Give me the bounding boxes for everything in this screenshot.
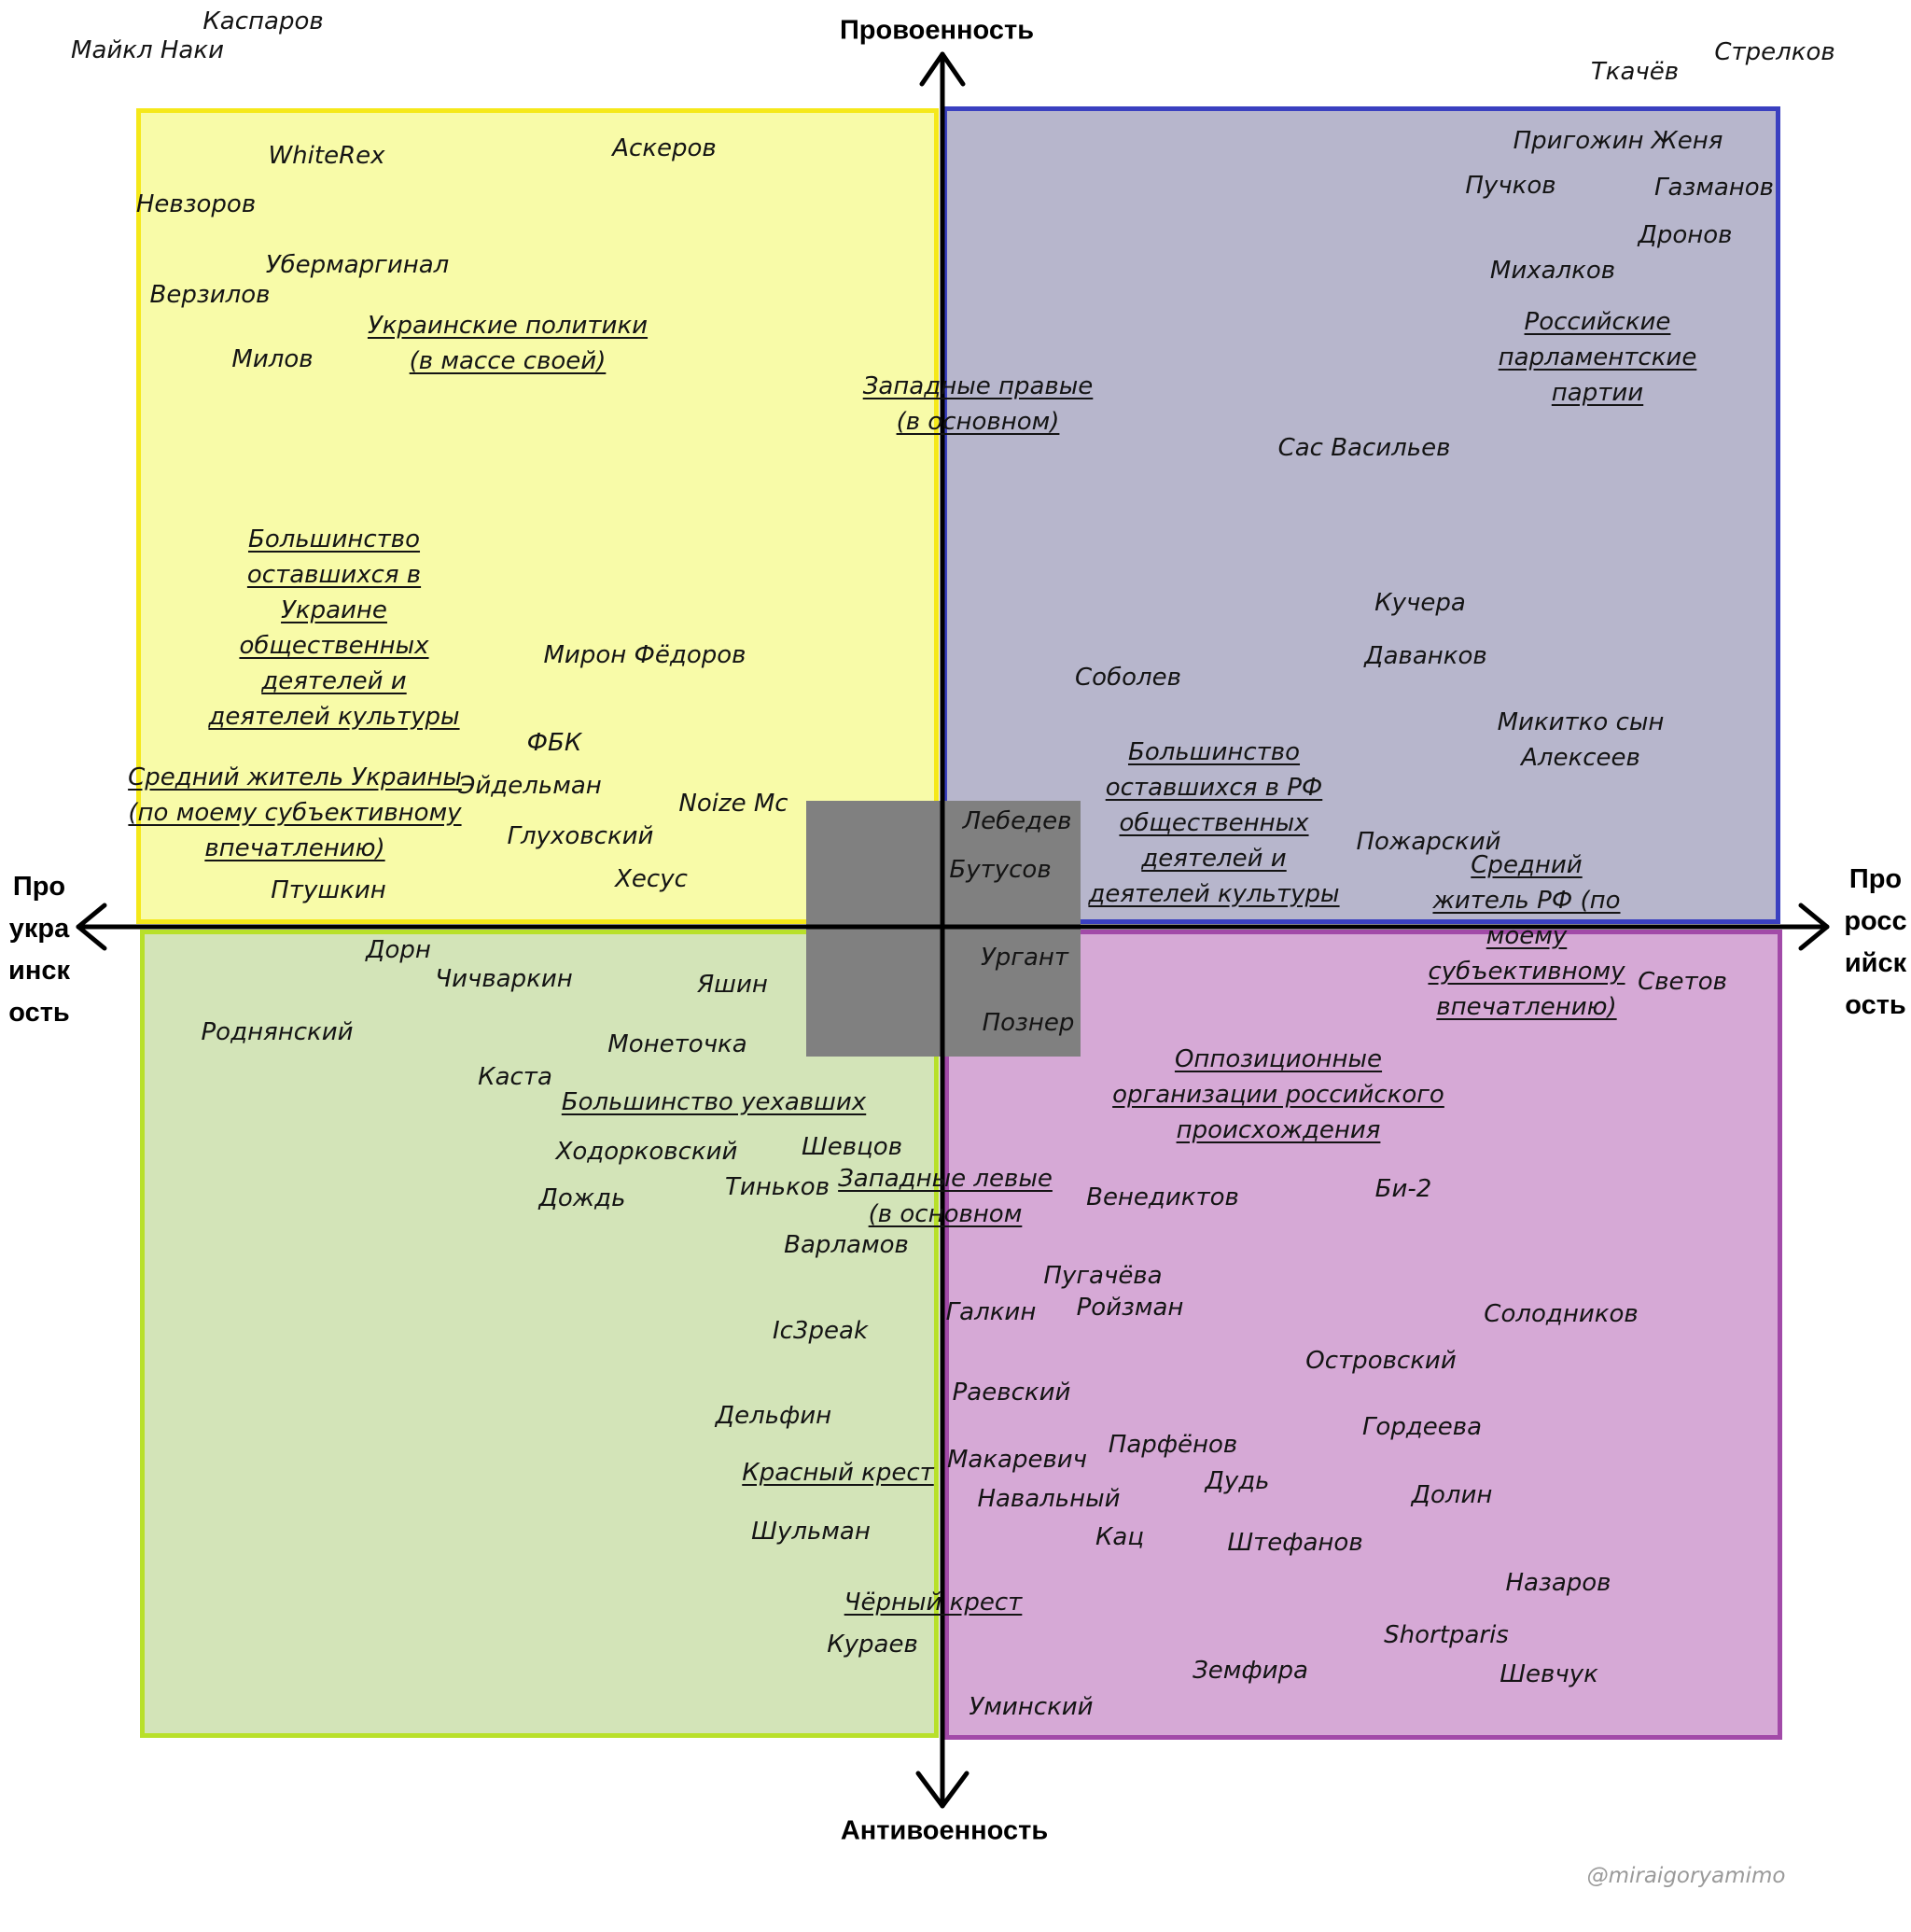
label-item: Раевский: [952, 1379, 1071, 1407]
label-item: Ургант: [980, 944, 1069, 972]
label-item: Дронов: [1638, 221, 1733, 249]
axis-title-left: Про укра инск ость: [8, 872, 70, 1028]
label-item: Эйдельман: [458, 772, 602, 800]
label-item: ФБК: [526, 729, 582, 757]
label-item: Пригожин Женя: [1513, 127, 1723, 155]
label-item: Российские парламентские партии: [1498, 308, 1697, 407]
label-item: Оппозиционные организации российского пр…: [1112, 1045, 1444, 1144]
label-item: Большинство оставшихся в РФ общественных…: [1088, 738, 1340, 908]
label-item: Средний житель Украины (по моему субъект…: [128, 763, 462, 862]
label-item: Даванков: [1364, 642, 1487, 670]
label-item: Дождь: [538, 1184, 626, 1212]
quadrant-top-left: [136, 108, 939, 924]
label-item: Аскеров: [612, 134, 717, 162]
label-item: Невзоров: [135, 190, 257, 218]
label-item: Майкл Наки: [71, 36, 224, 64]
arrow-up-icon: [919, 51, 966, 87]
arrow-left-icon: [76, 903, 107, 951]
label-item: Земфира: [1193, 1657, 1308, 1685]
label-item: Каста: [478, 1063, 552, 1091]
label-item: Пожарский: [1356, 828, 1501, 856]
label-item: Мирон Фёдоров: [543, 641, 746, 669]
axis-title-bottom: Антивоенность: [840, 1815, 1049, 1846]
label-item: Назаров: [1505, 1569, 1611, 1597]
label-item: Птушкин: [271, 876, 386, 904]
label-item: Макаревич: [946, 1446, 1088, 1474]
label-item: Гордеева: [1361, 1413, 1483, 1441]
label-item: Парфёнов: [1108, 1431, 1238, 1459]
label-item: Галкин: [945, 1298, 1037, 1326]
label-item: Долин: [1411, 1481, 1493, 1509]
label-item: Михалков: [1489, 257, 1616, 285]
label-item: Венедиктов: [1086, 1183, 1239, 1211]
label-item: Западные правые (в основном): [862, 372, 1094, 436]
label-item: Чёрный крест: [844, 1589, 1023, 1617]
label-item: Тиньков: [724, 1173, 830, 1201]
label-item: Каспаров: [202, 7, 324, 35]
label-item: Кац: [1095, 1523, 1145, 1551]
arrow-right-icon: [1798, 903, 1830, 951]
label-item: Убермаргинал: [265, 251, 450, 279]
label-item: WhiteRex: [268, 142, 385, 170]
label-item: Стрелков: [1714, 38, 1835, 66]
label-item: Пучков: [1465, 172, 1556, 200]
label-item: Микитко сын Алексеев: [1497, 708, 1665, 772]
label-item: Островский: [1305, 1347, 1457, 1375]
label-item: Навальный: [977, 1485, 1121, 1513]
label-item: Чичваркин: [435, 965, 573, 993]
label-item: Красный крест: [742, 1459, 934, 1487]
label-item: Сас Васильев: [1277, 434, 1451, 462]
label-item: Западные левые (в основном: [838, 1165, 1053, 1228]
label-item: Верзилов: [149, 281, 271, 309]
label-item: Ройзман: [1076, 1294, 1184, 1322]
label-item: Дудь: [1205, 1467, 1270, 1495]
label-item: Бутусов: [949, 856, 1052, 884]
label-item: Большинство уехавших: [561, 1088, 867, 1116]
label-item: Милов: [231, 345, 314, 373]
label-item: Познер: [982, 1009, 1075, 1037]
label-item: Ходорковский: [555, 1138, 738, 1166]
label-item: Роднянский: [201, 1018, 354, 1046]
label-item: Украинские политики (в массе своей): [367, 312, 649, 375]
label-item: Средний житель РФ (по моему субъективном…: [1428, 851, 1625, 1021]
arrow-down-icon: [915, 1771, 969, 1809]
label-item: Варламов: [784, 1231, 909, 1259]
label-item: Дельфин: [715, 1402, 832, 1430]
label-item: Шевцов: [801, 1133, 903, 1161]
watermark: @miraigoryamimo: [1586, 1864, 1786, 1888]
quadrant-bottom-left: [140, 930, 939, 1738]
label-item: Пугачёва: [1043, 1262, 1163, 1290]
label-item: Noize Mc: [678, 790, 788, 818]
label-item: Шульман: [751, 1518, 871, 1546]
label-item: Ic3peak: [773, 1317, 868, 1345]
label-item: Светов: [1638, 968, 1727, 996]
label-item: Би-2: [1374, 1175, 1432, 1203]
label-item: Большинство оставшихся в Украине обществ…: [208, 525, 460, 731]
label-item: Штефанов: [1227, 1529, 1363, 1557]
label-item: Кучера: [1374, 589, 1466, 617]
label-item: Кураев: [827, 1631, 918, 1659]
label-item: Газманов: [1653, 174, 1775, 202]
axis-title-right: Про росс ийск ость: [1844, 864, 1907, 1020]
label-item: Дорн: [366, 936, 431, 964]
label-item: Шевчук: [1500, 1660, 1598, 1688]
axis-title-top: Провоенность: [839, 15, 1035, 46]
label-item: Уминский: [969, 1693, 1094, 1721]
quadrant-top-right: [942, 106, 1780, 924]
label-item: Солодников: [1484, 1300, 1639, 1328]
label-item: Лебедев: [962, 807, 1072, 835]
label-item: Яшин: [697, 971, 768, 999]
label-item: Ткачёв: [1590, 58, 1680, 86]
label-item: Монеточка: [607, 1030, 747, 1058]
quadrant-bottom-right: [944, 930, 1782, 1740]
label-item: Глуховский: [507, 822, 654, 850]
label-item: Хесус: [615, 865, 688, 893]
label-item: Shortparis: [1384, 1621, 1509, 1649]
label-item: Соболев: [1075, 664, 1181, 692]
